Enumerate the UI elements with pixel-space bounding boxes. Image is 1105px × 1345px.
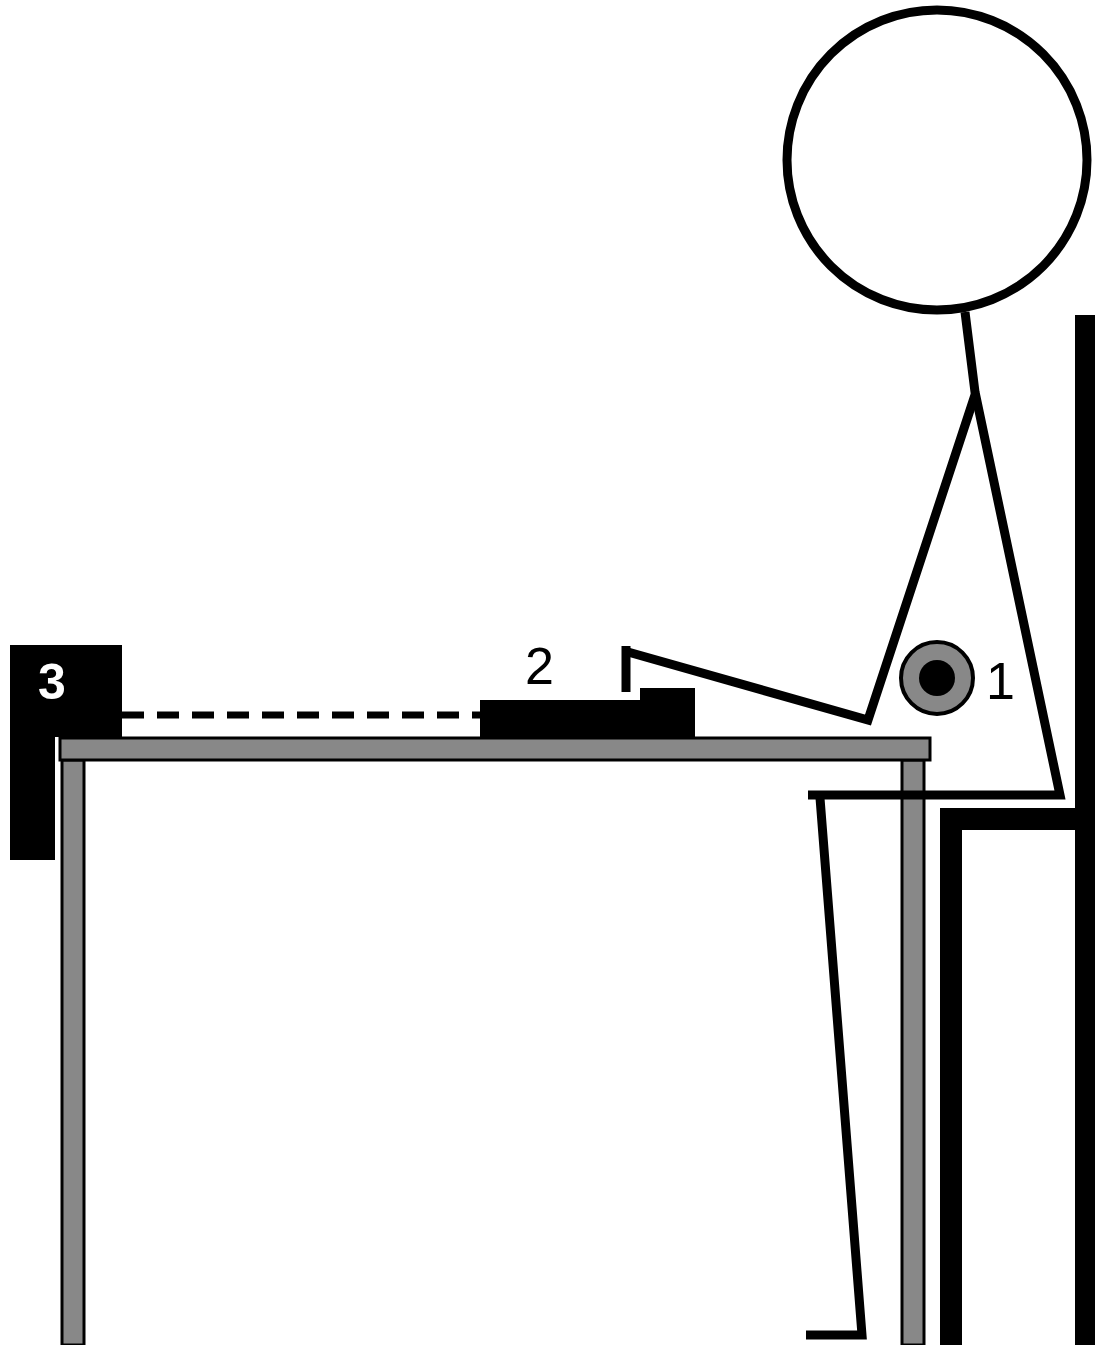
dashed-link (122, 712, 480, 719)
chair-leg (940, 808, 962, 1345)
arm (628, 395, 975, 720)
stick-figure (626, 10, 1087, 1335)
sensor-core (919, 660, 955, 696)
chair (940, 315, 1095, 1345)
device-step (640, 688, 695, 702)
callout-number: 2 (525, 640, 554, 692)
device-box: 3 (10, 645, 122, 737)
table-leg (902, 760, 924, 1345)
device-body (480, 700, 695, 738)
callout-number: 3 (38, 657, 66, 707)
chair-seat (940, 808, 1095, 830)
table (60, 738, 930, 1345)
device-shape (480, 640, 695, 738)
head (787, 10, 1087, 310)
sensor-object (901, 642, 973, 714)
lower-leg (806, 798, 862, 1335)
torso-thigh (808, 312, 1060, 795)
device-clamp (10, 735, 55, 860)
table-top (60, 738, 930, 760)
callout-number: 1 (986, 655, 1015, 707)
hand (622, 646, 631, 692)
table-leg (62, 760, 84, 1345)
sensor-ring (901, 642, 973, 714)
device-plate: 2 (480, 640, 695, 738)
